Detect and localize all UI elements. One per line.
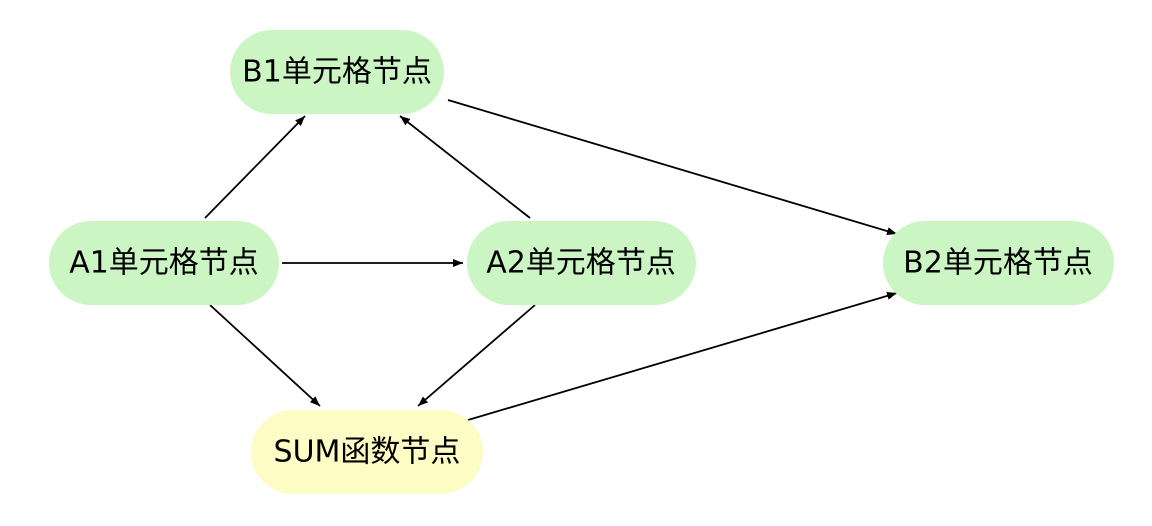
node-a2: A2单元格节点 (467, 221, 696, 305)
edges-group (204, 99, 898, 421)
edge-a2-to-sum (417, 304, 536, 407)
node-b2: B2单元格节点 (883, 221, 1114, 305)
edge-a2-to-b1 (399, 115, 531, 219)
node-a2-label: A2单元格节点 (486, 246, 676, 281)
node-sum: SUM函数节点 (251, 410, 483, 494)
node-b1-label: B1单元格节点 (242, 55, 432, 90)
edge-a1-to-b1 (204, 115, 306, 219)
node-b2-label: B2单元格节点 (903, 246, 1093, 281)
node-a2-shape (467, 221, 696, 305)
node-b1: B1单元格节点 (230, 30, 444, 114)
node-sum-shape (251, 410, 483, 494)
edge-a1-to-sum (209, 304, 321, 407)
edge-b1-to-b2 (447, 99, 898, 235)
edge-sum-to-b2 (467, 292, 898, 421)
node-b1-shape (230, 30, 444, 114)
node-a1-shape (49, 221, 279, 305)
node-a1-label: A1单元格节点 (69, 246, 259, 281)
node-a1: A1单元格节点 (49, 221, 279, 305)
node-b2-shape (883, 221, 1114, 305)
node-sum-label: SUM函数节点 (274, 435, 461, 470)
